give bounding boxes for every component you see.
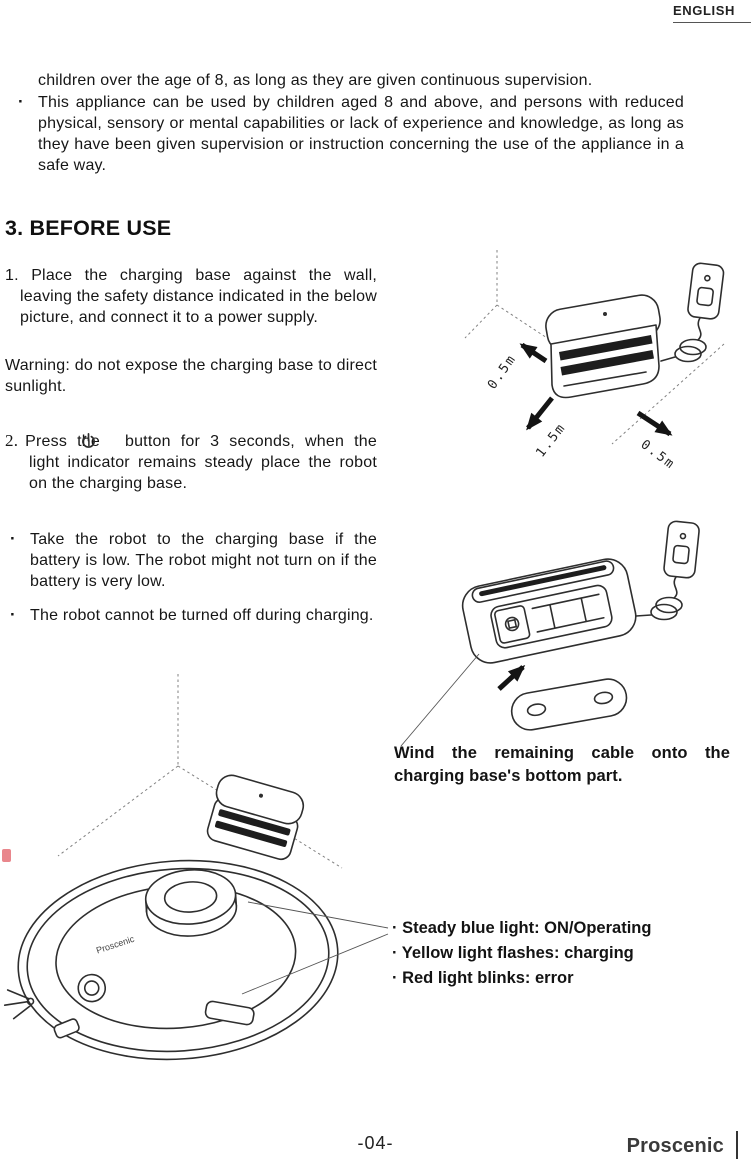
brand-divider: [736, 1131, 738, 1159]
header-rule: [673, 22, 751, 23]
note-cannot-turn-off: · The robot cannot be turned off during …: [5, 605, 377, 626]
intro-continuation-text: children over the age of 8, as long as t…: [38, 72, 593, 89]
step1-text: Place the charging base against the wall…: [20, 267, 377, 326]
indicator-leader-line: [241, 933, 389, 995]
bullet-marker: ·: [10, 605, 16, 624]
charging-base-bottom-icon: [461, 558, 637, 664]
charging-base-icon: [206, 774, 305, 861]
placement-illustration: 0.5m 1.5m 0.5m: [464, 250, 725, 473]
cable-winding-illustration: [400, 520, 700, 747]
legend-line-yellow: · Yellow light flashes: charging: [392, 944, 634, 962]
note-text: The robot cannot be turned off during ch…: [30, 607, 374, 624]
cable-coil-icon: [635, 576, 683, 621]
side-port: [53, 1018, 80, 1039]
lidar-turret-icon: [144, 869, 238, 937]
safety-bullet-row: · This appliance can be used by children…: [16, 92, 684, 176]
caption-leader-line: [400, 653, 480, 747]
bottom-cover-icon: [510, 678, 628, 731]
step2-number: 2.: [5, 431, 19, 450]
figure-robot-on-base: Proscenic: [0, 672, 460, 1074]
figure-charging-base-placement: 0.5m 1.5m 0.5m: [462, 248, 751, 493]
cable-coil-icon: [660, 317, 707, 363]
power-outlet-icon: [635, 520, 700, 621]
robot-vacuum-icon: Proscenic: [3, 859, 339, 1061]
wall-corner-dashed-lines: [57, 674, 343, 869]
robot-illustration: Proscenic: [3, 674, 389, 1061]
page-number: -04-: [357, 1133, 394, 1153]
note-text: Take the robot to the charging base if t…: [30, 531, 377, 590]
instructions-column: 1. Place the charging base against the w…: [5, 265, 377, 626]
cable-winding-caption: Wind the remaining cable onto the chargi…: [394, 744, 730, 785]
red-stamp-mark: [2, 849, 11, 862]
distance-label-side: 0.5m: [638, 437, 678, 473]
figure-cable-winding: [393, 508, 741, 750]
bullet-marker: ·: [10, 529, 16, 548]
step1-paragraph: 1. Place the charging base against the w…: [5, 265, 377, 328]
charging-base-icon: [545, 294, 661, 399]
power-outlet-icon: [660, 262, 725, 363]
note-low-battery: · Take the robot to the charging base if…: [5, 529, 377, 592]
indicator-leader-line: [247, 901, 389, 929]
legend-line-red: · Red light blinks: error: [392, 969, 574, 987]
intro-section: children over the age of 8, as long as t…: [16, 70, 684, 176]
side-brush-icon: [3, 989, 35, 1020]
distance-label-front: 1.5m: [533, 420, 569, 460]
step2-text-before: Press the: [25, 433, 100, 450]
legend-line-blue: · Steady blue light: ON/Operating: [392, 919, 652, 937]
light-indicator-legend: · Steady blue light: ON/Operating · Yell…: [392, 916, 740, 991]
warning-text: Warning: do not expose the charging base…: [5, 357, 377, 395]
power-button-icon: [77, 973, 107, 1003]
language-label: ENGLISH: [673, 3, 735, 18]
step2-text-after: button for 3 seconds, when the light ind…: [29, 433, 377, 492]
assembly-arrow: [497, 664, 526, 691]
distance-label-wall: 0.5m: [485, 351, 520, 392]
step1-number: 1.: [5, 267, 19, 284]
bullet-marker: ·: [18, 92, 24, 111]
brand-logo: Proscenic: [626, 1135, 724, 1157]
power-button-icon: [82, 433, 120, 448]
charging-contact-slot: [204, 1000, 255, 1026]
section-heading: 3. BEFORE USE: [5, 216, 172, 240]
safety-note-text: This appliance can be used by children a…: [38, 94, 684, 174]
